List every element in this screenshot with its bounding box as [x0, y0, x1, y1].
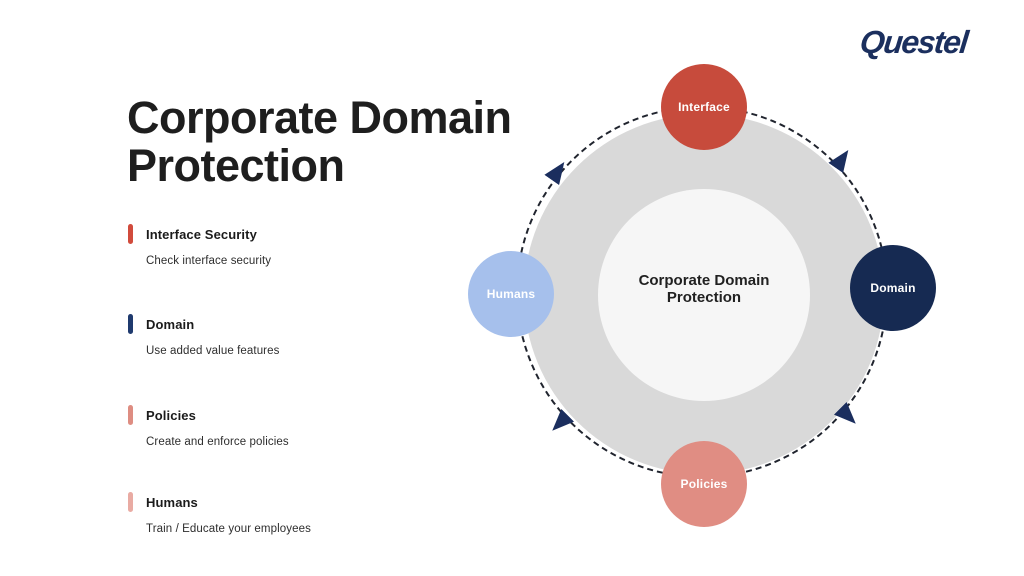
legend-description: Create and enforce policies: [146, 436, 289, 448]
legend-bar-icon: [128, 224, 133, 244]
diagram-node-label: Humans: [486, 287, 536, 301]
diagram-center-label: Corporate Domain Protection: [598, 272, 810, 306]
legend-item-interface-security: Interface Security Check interface secur…: [128, 224, 388, 267]
diagram-center-label-line2: Protection: [666, 289, 742, 306]
legend-label: Humans: [146, 494, 198, 510]
diagram-center-label-line1: Corporate Domain: [638, 272, 770, 289]
legend-item-humans: Humans Train / Educate your employees: [128, 492, 388, 535]
legend-label: Policies: [146, 407, 196, 423]
legend-label: Interface Security: [146, 226, 257, 242]
page-title-line2: Protection: [127, 140, 345, 191]
diagram-node-label: Domain: [870, 281, 916, 295]
diagram-node-interface: Interface: [661, 64, 747, 150]
diagram-node-label: Policies: [680, 477, 728, 491]
diagram-inner-circle: [598, 189, 810, 401]
legend-item-policies: Policies Create and enforce policies: [128, 405, 388, 448]
page-title-line1: Corporate Domain: [127, 92, 512, 143]
diagram-node-label: Interface: [678, 100, 730, 114]
diagram-node-policies: Policies: [661, 441, 747, 527]
legend-bar-icon: [128, 405, 133, 425]
legend-item-domain: Domain Use added value features: [128, 314, 388, 357]
diagram-node-humans: Humans: [468, 251, 554, 337]
legend-description: Check interface security: [146, 255, 272, 267]
page-title: Corporate Domain Protection: [127, 94, 557, 190]
diagram-node-domain: Domain: [850, 245, 936, 331]
legend-bar-icon: [128, 492, 133, 512]
legend-label: Domain: [146, 316, 195, 332]
legend-bar-icon: [128, 314, 133, 334]
legend-description: Train / Educate your employees: [146, 523, 311, 535]
questel-logo: Questel: [858, 24, 969, 60]
legend-description: Use added value features: [146, 345, 280, 357]
